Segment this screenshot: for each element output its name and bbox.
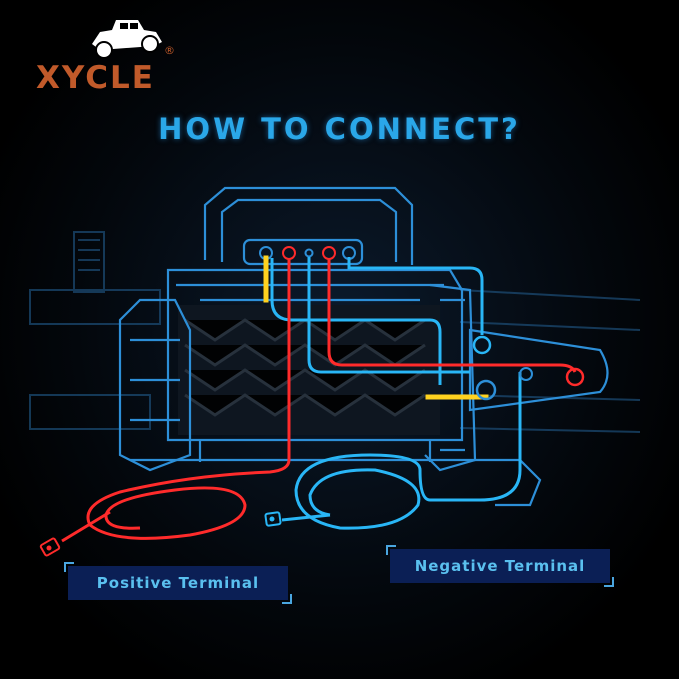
corner-bracket bbox=[282, 594, 292, 604]
solenoid-bolts bbox=[472, 335, 585, 401]
corner-bracket bbox=[386, 545, 396, 555]
corner-bracket bbox=[64, 562, 74, 572]
positive-ring-terminal bbox=[39, 537, 61, 557]
positive-wires bbox=[61, 258, 577, 543]
mount-bars-faded bbox=[29, 231, 641, 433]
ground-straps bbox=[263, 255, 489, 400]
corner-bracket bbox=[604, 577, 614, 587]
positive-terminal-text: Positive Terminal bbox=[96, 574, 260, 592]
brand-logo: XYCLE ® bbox=[30, 14, 180, 94]
page-title: HOW TO CONNECT? bbox=[158, 112, 521, 146]
negative-ring-terminal bbox=[264, 511, 282, 527]
brand-name: XYCLE bbox=[36, 60, 155, 96]
negative-terminal-label: Negative Terminal bbox=[386, 545, 614, 587]
negative-wires bbox=[270, 257, 522, 530]
registered-mark: ® bbox=[164, 44, 175, 57]
negative-terminal-text: Negative Terminal bbox=[414, 557, 586, 575]
positive-terminal-label: Positive Terminal bbox=[64, 562, 292, 604]
offroad-jeep-icon bbox=[92, 20, 162, 59]
